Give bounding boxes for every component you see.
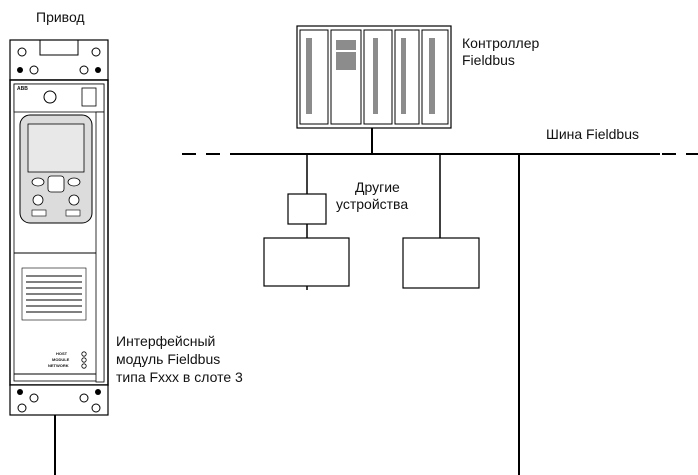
drive-brand-text: ABB <box>17 86 28 92</box>
controller-label-line2: Fieldbus <box>462 52 515 68</box>
fieldbus-bus-label: Шина Fieldbus <box>546 126 639 142</box>
module-label-line2: модуль Fieldbus <box>116 351 221 367</box>
drive-label: Привод <box>36 9 85 25</box>
controller-rack <box>296 25 452 129</box>
other-devices-label-line2: устройства <box>336 196 409 212</box>
other-devices-label-line1: Другие <box>355 179 400 195</box>
led-label-network: NETWORK <box>48 363 69 368</box>
led-label-module: MODULE <box>52 357 70 362</box>
other-device-node <box>287 193 327 225</box>
other-device-box-2 <box>402 237 480 289</box>
controller-label-line1: Контроллер <box>462 35 540 51</box>
module-label-line3: типа Fxxx в слоте 3 <box>116 369 243 385</box>
other-device-box-1 <box>263 237 350 287</box>
led-label-host: HOST <box>56 351 68 356</box>
drive-unit <box>9 39 109 416</box>
module-label-line1: Интерфейсный <box>116 333 216 349</box>
